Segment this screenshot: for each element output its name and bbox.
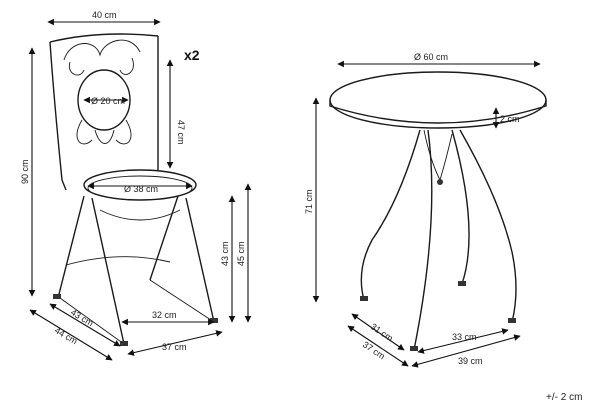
chair-back-medallion-label: Ø 20 cm [91,96,125,106]
chair-seat-diameter-label: Ø 38 cm [124,184,158,194]
chair-seat-height-1-label: 43 cm [220,241,230,266]
chair-depth-1-label: 43 cm [69,307,95,328]
tolerance-note: +/- 2 cm [546,392,582,403]
table-top-diameter-label: Ø 60 cm [414,52,448,62]
chair-width-top-label: 40 cm [92,10,117,20]
table-height-label: 71 cm [304,189,314,214]
table-base-width-2-label: 39 cm [458,356,483,366]
quantity-label: x2 [184,47,200,63]
table-base-depth-1-label: 31 cm [369,321,395,343]
chair-base-inner-label: 32 cm [152,310,177,320]
chair-seat-height-2-label: 45 cm [236,241,246,266]
chair-height-total-label: 90 cm [20,159,30,184]
table-top-thickness-label: 2 cm [500,114,520,124]
chair-depth-2-label: 44 cm [53,325,79,346]
table-dimension-lines [312,60,541,368]
chair-dimension-lines [28,18,252,361]
chair-back-height-label: 47 cm [176,120,186,145]
table-base-width-1-label: 33 cm [452,332,477,342]
chair-base-front-label: 37 cm [162,342,187,352]
table-illustration [329,71,547,351]
